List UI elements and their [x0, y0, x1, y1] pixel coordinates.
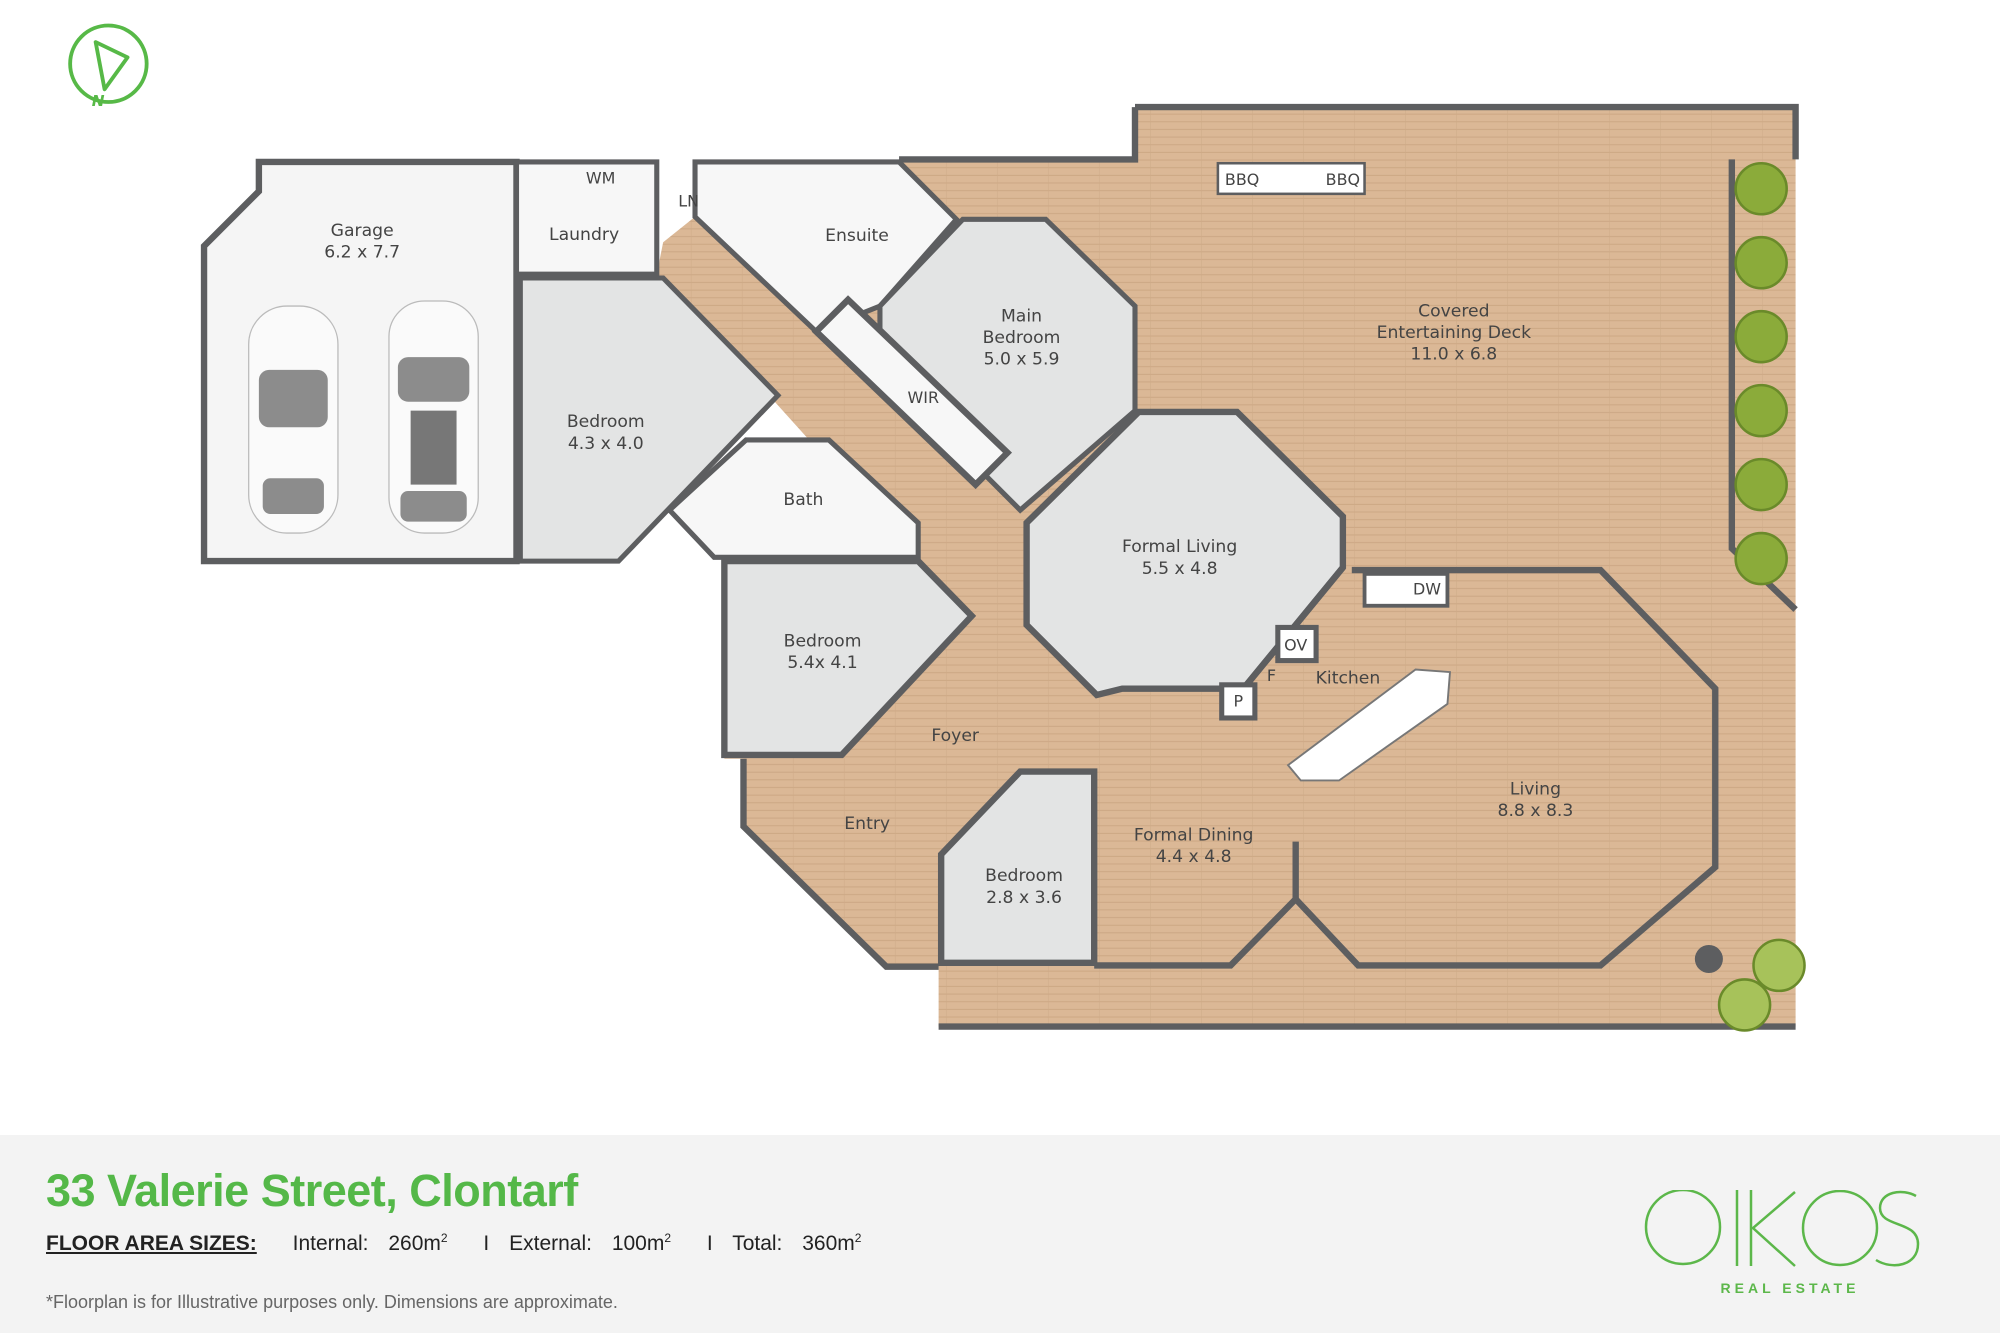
- svg-text:4.3 x 4.0: 4.3 x 4.0: [568, 434, 644, 454]
- svg-text:Bedroom: Bedroom: [567, 412, 645, 432]
- svg-text:5.0 x 5.9: 5.0 x 5.9: [984, 350, 1060, 370]
- svg-text:Covered: Covered: [1418, 301, 1490, 321]
- svg-text:2.8 x 3.6: 2.8 x 3.6: [986, 888, 1062, 908]
- external-area: 100m2: [611, 1231, 672, 1255]
- bedroom-room: [517, 275, 782, 564]
- property-address: 33 Valerie Street, Clontarf: [46, 1165, 578, 1216]
- svg-text:DW: DW: [1413, 579, 1441, 598]
- svg-text:BBQ: BBQ: [1326, 170, 1360, 189]
- svg-text:Entertaining Deck: Entertaining Deck: [1377, 323, 1532, 343]
- svg-text:Garage: Garage: [331, 221, 394, 241]
- bedroom-room: [721, 557, 977, 759]
- bath-room: [665, 437, 921, 560]
- wir-room: [811, 295, 1013, 490]
- disclaimer: *Floorplan is for Illustrative purposes …: [46, 1292, 618, 1312]
- svg-text:LN: LN: [678, 192, 699, 211]
- svg-text:8.8 x 8.3: 8.8 x 8.3: [1498, 801, 1574, 821]
- svg-text:Entry: Entry: [844, 814, 890, 834]
- svg-text:5.4x 4.1: 5.4x 4.1: [787, 653, 857, 673]
- north-compass-icon: N: [68, 23, 149, 110]
- svg-text:OV: OV: [1284, 635, 1307, 654]
- pantry-box: [1219, 682, 1258, 721]
- svg-text:Formal Dining: Formal Dining: [1134, 825, 1254, 845]
- svg-text:WM: WM: [586, 169, 616, 188]
- formal-living-room: [1023, 408, 1347, 699]
- svg-text:Ensuite: Ensuite: [825, 226, 889, 246]
- svg-text:Main: Main: [1001, 306, 1042, 326]
- floor-area-sizes: FLOOR AREA SIZES: Internal: 260m2 I Exte…: [46, 1231, 862, 1255]
- pot-plant: [1694, 944, 1723, 974]
- svg-text:Laundry: Laundry: [549, 225, 619, 245]
- tree-icons: [1717, 161, 1806, 1032]
- svg-text:Bedroom: Bedroom: [985, 866, 1063, 886]
- svg-text:11.0 x 6.8: 11.0 x 6.8: [1410, 345, 1497, 365]
- oikos-logo: REAL ESTATE: [1644, 1190, 1920, 1296]
- svg-text:Bath: Bath: [783, 490, 823, 510]
- dishwasher-box: [1362, 571, 1450, 608]
- svg-text:Foyer: Foyer: [931, 726, 980, 746]
- kitchen-island: [1286, 668, 1452, 782]
- walls: [740, 103, 1799, 1030]
- svg-text:Kitchen: Kitchen: [1316, 669, 1381, 689]
- floor-plan: N: [68, 23, 1806, 1032]
- svg-text:WIR: WIR: [908, 388, 940, 407]
- svg-text:Living: Living: [1510, 780, 1561, 800]
- bedroom-room: [937, 768, 1098, 967]
- internal-area: 260m2: [388, 1231, 448, 1255]
- svg-text:Bedroom: Bedroom: [983, 328, 1061, 348]
- laundry-room: [513, 159, 660, 277]
- car-icon: [248, 305, 339, 534]
- svg-text:N: N: [92, 92, 105, 110]
- total-area: 360m2: [802, 1231, 862, 1255]
- svg-text:Bedroom: Bedroom: [784, 632, 862, 652]
- svg-text:BBQ: BBQ: [1225, 170, 1259, 189]
- bbq-counter: [1216, 161, 1366, 196]
- svg-text:Formal Living: Formal Living: [1122, 537, 1237, 557]
- oven-box: [1275, 624, 1319, 664]
- svg-text:5.5 x 4.8: 5.5 x 4.8: [1142, 559, 1218, 579]
- svg-text:4.4 x 4.8: 4.4 x 4.8: [1156, 847, 1232, 867]
- room-labels: Garage 6.2 x 7.7 Laundry WM LN Ensuite M…: [324, 169, 1573, 908]
- svg-text:6.2 x 7.7: 6.2 x 7.7: [324, 243, 400, 263]
- car-icon: [388, 300, 479, 534]
- svg-text:REAL ESTATE: REAL ESTATE: [1721, 1280, 1860, 1296]
- footer: 33 Valerie Street, Clontarf FLOOR AREA S…: [0, 1135, 2000, 1333]
- svg-text:F: F: [1267, 666, 1276, 685]
- svg-text:P: P: [1233, 692, 1243, 711]
